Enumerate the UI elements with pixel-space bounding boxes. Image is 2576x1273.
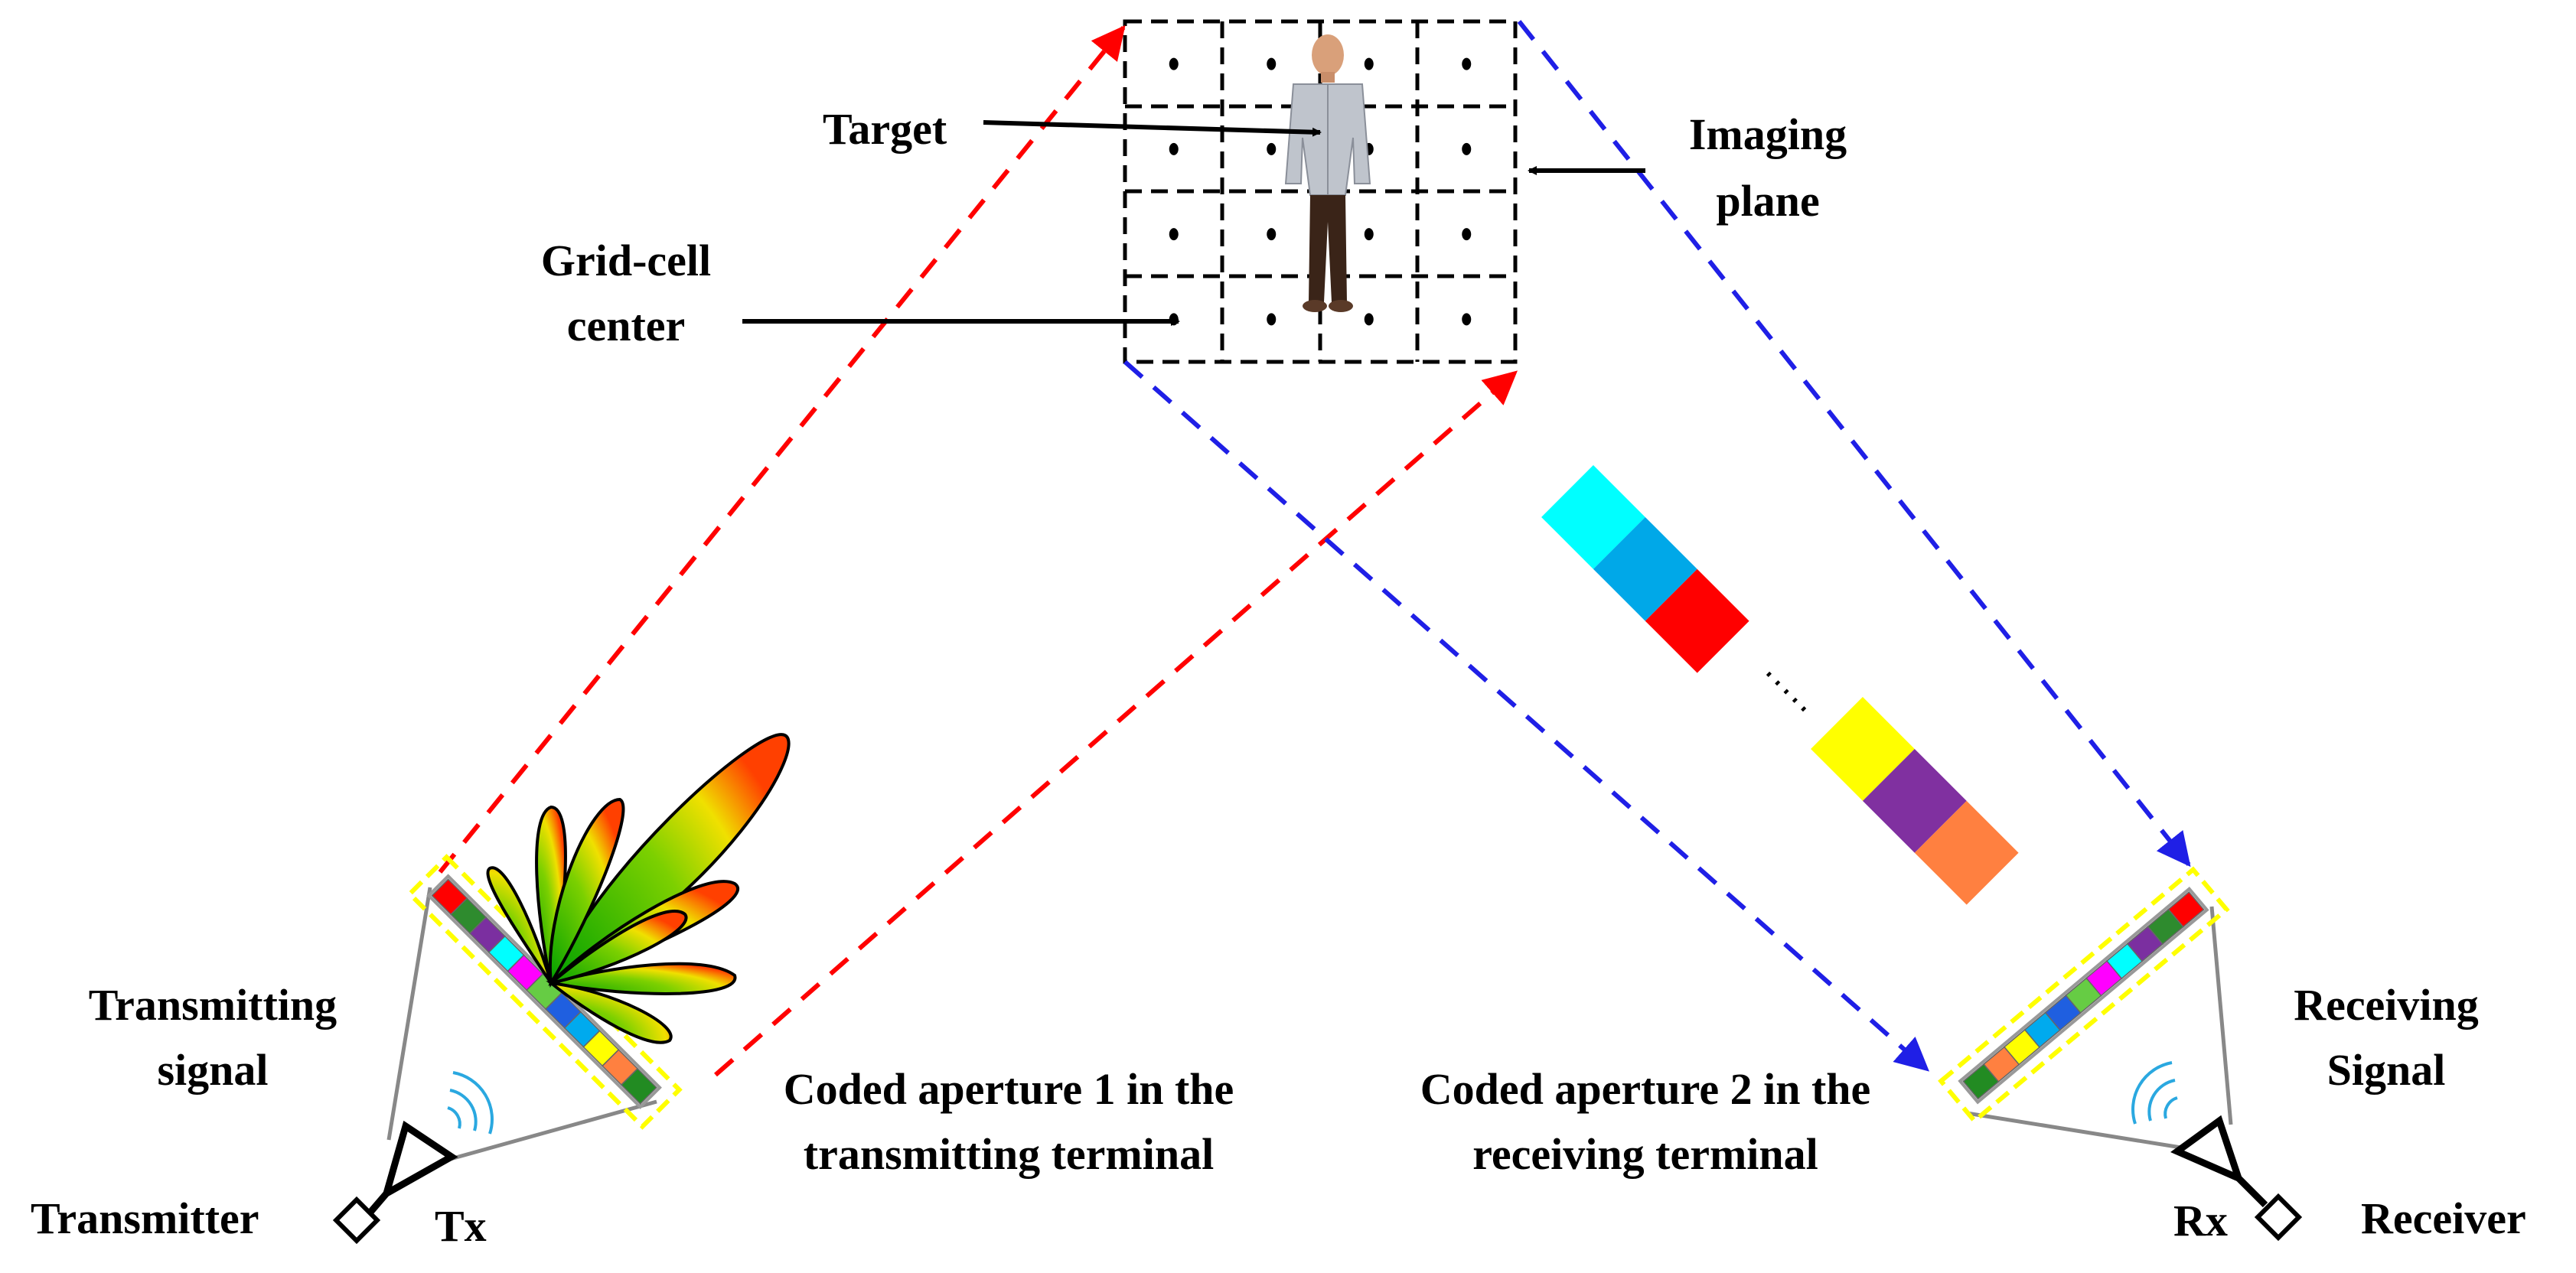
grid-cell-center-dot bbox=[1462, 142, 1472, 155]
target-arrow bbox=[983, 120, 1322, 137]
transmit-path-lower bbox=[714, 370, 1518, 1077]
grid-cell-center-dot bbox=[1462, 228, 1472, 241]
code-legend-top-blocks bbox=[1541, 465, 1749, 673]
grid-cell-center-dot bbox=[1169, 228, 1179, 241]
receiving-signal-label-line2: Signal bbox=[2327, 1045, 2446, 1095]
transmitting-signal-label-line1: Transmitting bbox=[89, 980, 337, 1030]
grid-cell-center-dot bbox=[1267, 228, 1277, 241]
transmit-paths bbox=[438, 24, 1518, 1077]
transmit-path-upper bbox=[438, 24, 1126, 874]
receiver-antenna-icon bbox=[2170, 1115, 2303, 1242]
coded-aperture-2-outline bbox=[1938, 866, 2230, 1125]
tx-feed-line-left bbox=[386, 887, 432, 1141]
tx-feed-line-right bbox=[447, 1099, 657, 1162]
receive-path-lower bbox=[1123, 360, 1929, 1072]
tx-label: Tx bbox=[435, 1201, 487, 1251]
receiver-label: Receiver bbox=[2361, 1193, 2526, 1243]
transmitting-signal-label-line2: signal bbox=[157, 1045, 268, 1095]
radiation-pattern bbox=[486, 733, 791, 1044]
code-legend-block bbox=[1593, 516, 1697, 621]
grid-cell-center-dot bbox=[1462, 313, 1472, 326]
receiving-terminal bbox=[1938, 866, 2303, 1242]
imaging-plane-label-line1: Imaging bbox=[1689, 109, 1847, 159]
imaging-plane bbox=[1123, 19, 1518, 364]
aperture-code-element bbox=[620, 1067, 657, 1105]
grid-cell-center-dot bbox=[1462, 57, 1472, 70]
transmitter-antenna-icon bbox=[332, 1120, 458, 1245]
labels: Target Grid-cell center Imaging plane Tr… bbox=[31, 104, 2526, 1251]
code-legend-bottom-blocks bbox=[1811, 697, 2019, 905]
code-legend-ellipsis bbox=[1766, 671, 1812, 718]
grid-cell-center-dot bbox=[1267, 57, 1277, 70]
grid-cell-center-dot bbox=[1364, 313, 1374, 326]
tx-signal-waves-icon bbox=[447, 1071, 494, 1135]
grid-cell-center-dot bbox=[1169, 57, 1179, 70]
imaging-plane-label-line2: plane bbox=[1716, 176, 1819, 226]
annotation-arrows bbox=[742, 120, 1645, 326]
coded-aperture-2-label-line1: Coded aperture 2 in the bbox=[1420, 1064, 1871, 1114]
target-label: Target bbox=[823, 104, 947, 154]
rx-signal-waves-icon bbox=[2131, 1061, 2178, 1125]
receive-path-upper bbox=[1517, 20, 2191, 868]
aperture-code-element bbox=[2167, 890, 2205, 928]
grid-cell-center-dot bbox=[1364, 57, 1374, 70]
rx-feed-line-left bbox=[1966, 1111, 2182, 1150]
grid-cell-center-label-line2: center bbox=[567, 301, 686, 350]
transmitting-terminal bbox=[332, 733, 791, 1245]
coded-aperture-2 bbox=[1958, 886, 2209, 1105]
coded-aperture-1-label-line1: Coded aperture 1 in the bbox=[784, 1064, 1234, 1114]
grid-cell-center-dot bbox=[1169, 142, 1179, 155]
aperture-frame bbox=[1958, 886, 2209, 1105]
grid-cell-center-dot bbox=[1364, 228, 1374, 241]
grid-cell-center-dot bbox=[1267, 313, 1277, 326]
rx-feed-line-right bbox=[2209, 906, 2233, 1125]
grid-cell-center-label-line1: Grid-cell bbox=[541, 236, 711, 285]
coded-aperture-1-label-line2: transmitting terminal bbox=[804, 1129, 1214, 1179]
receiving-signal-label-line1: Receiving bbox=[2294, 980, 2479, 1030]
code-legend-block bbox=[1862, 748, 1967, 853]
transmitter-label: Transmitter bbox=[31, 1193, 259, 1243]
target-figure bbox=[1284, 34, 1371, 312]
grid-cell-center-dot bbox=[1267, 142, 1277, 155]
receive-paths bbox=[1123, 20, 2191, 1072]
coded-aperture-2-label-line2: receiving terminal bbox=[1472, 1129, 1818, 1179]
rx-label: Rx bbox=[2173, 1196, 2228, 1245]
code-legend bbox=[1541, 465, 2019, 905]
